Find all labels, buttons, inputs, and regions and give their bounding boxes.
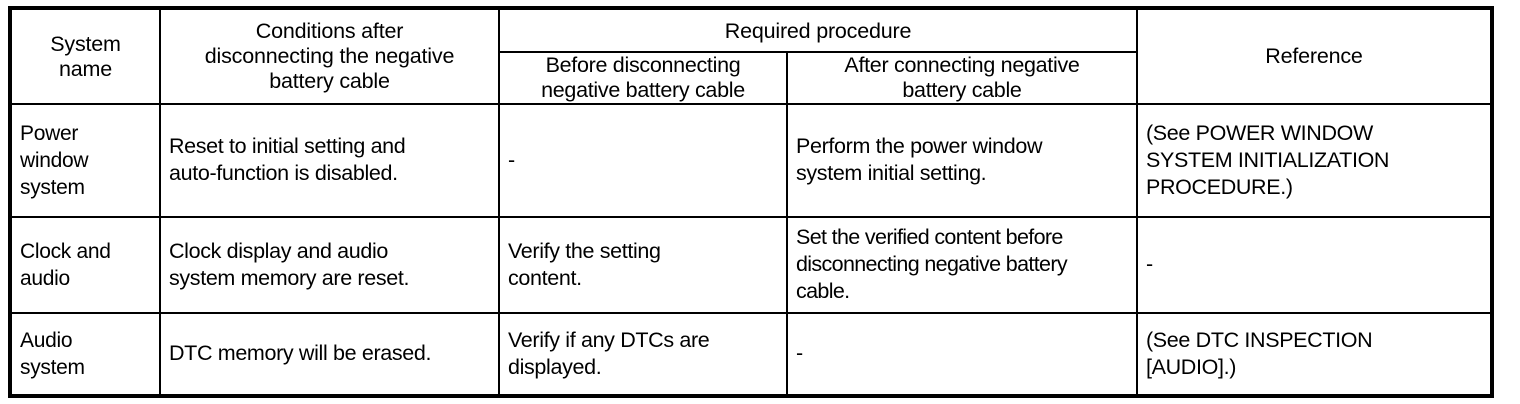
table-body: Power window system Reset to initial set… [9, 103, 1493, 398]
header-required-procedure: Required procedure [498, 7, 1138, 53]
table-row: Clock and audio Clock display and audio … [9, 215, 1493, 314]
cell-reference: (See POWER WINDOW SYSTEM INITIALIZATION … [1136, 103, 1493, 218]
cell-before-disconnecting: - [498, 103, 788, 218]
header-system-name: System name [9, 7, 161, 105]
header-reference: Reference [1136, 7, 1493, 105]
cell-conditions: Reset to initial setting and auto-functi… [159, 103, 500, 218]
header-row-top: System name Conditions after disconnecti… [9, 7, 1493, 105]
cell-before-disconnecting: Verify if any DTCs are displayed. [498, 311, 788, 398]
cell-after-connecting: Set the verified content before disconne… [786, 215, 1138, 314]
cell-conditions: DTC memory will be erased. [159, 311, 500, 398]
cell-conditions: Clock display and audio system memory ar… [159, 215, 500, 314]
table-row: Audio system DTC memory will be erased. … [9, 311, 1493, 398]
cell-after-connecting: - [786, 311, 1138, 398]
header-after-connecting: After connecting negative battery cable [786, 51, 1138, 105]
cell-system-name: Audio system [9, 311, 161, 398]
header-conditions: Conditions after disconnecting the negat… [159, 7, 500, 105]
cell-system-name: Clock and audio [9, 215, 161, 314]
header-row-sub: Before disconnecting negative battery ca… [10, 51, 1492, 105]
cell-reference: (See DTC INSPECTION [AUDIO].) [1136, 311, 1493, 398]
battery-disconnect-table: System name Conditions after disconnecti… [8, 6, 1494, 398]
table-header: System name Conditions after disconnecti… [9, 7, 1493, 105]
spec-table-container: System name Conditions after disconnecti… [8, 6, 1494, 398]
cell-before-disconnecting: Verify the setting content. [498, 215, 788, 314]
header-before-disconnecting: Before disconnecting negative battery ca… [498, 51, 788, 105]
cell-system-name: Power window system [9, 103, 161, 218]
cell-reference: - [1136, 215, 1493, 314]
table-row: Power window system Reset to initial set… [9, 103, 1493, 218]
cell-after-connecting: Perform the power window system initial … [786, 103, 1138, 218]
